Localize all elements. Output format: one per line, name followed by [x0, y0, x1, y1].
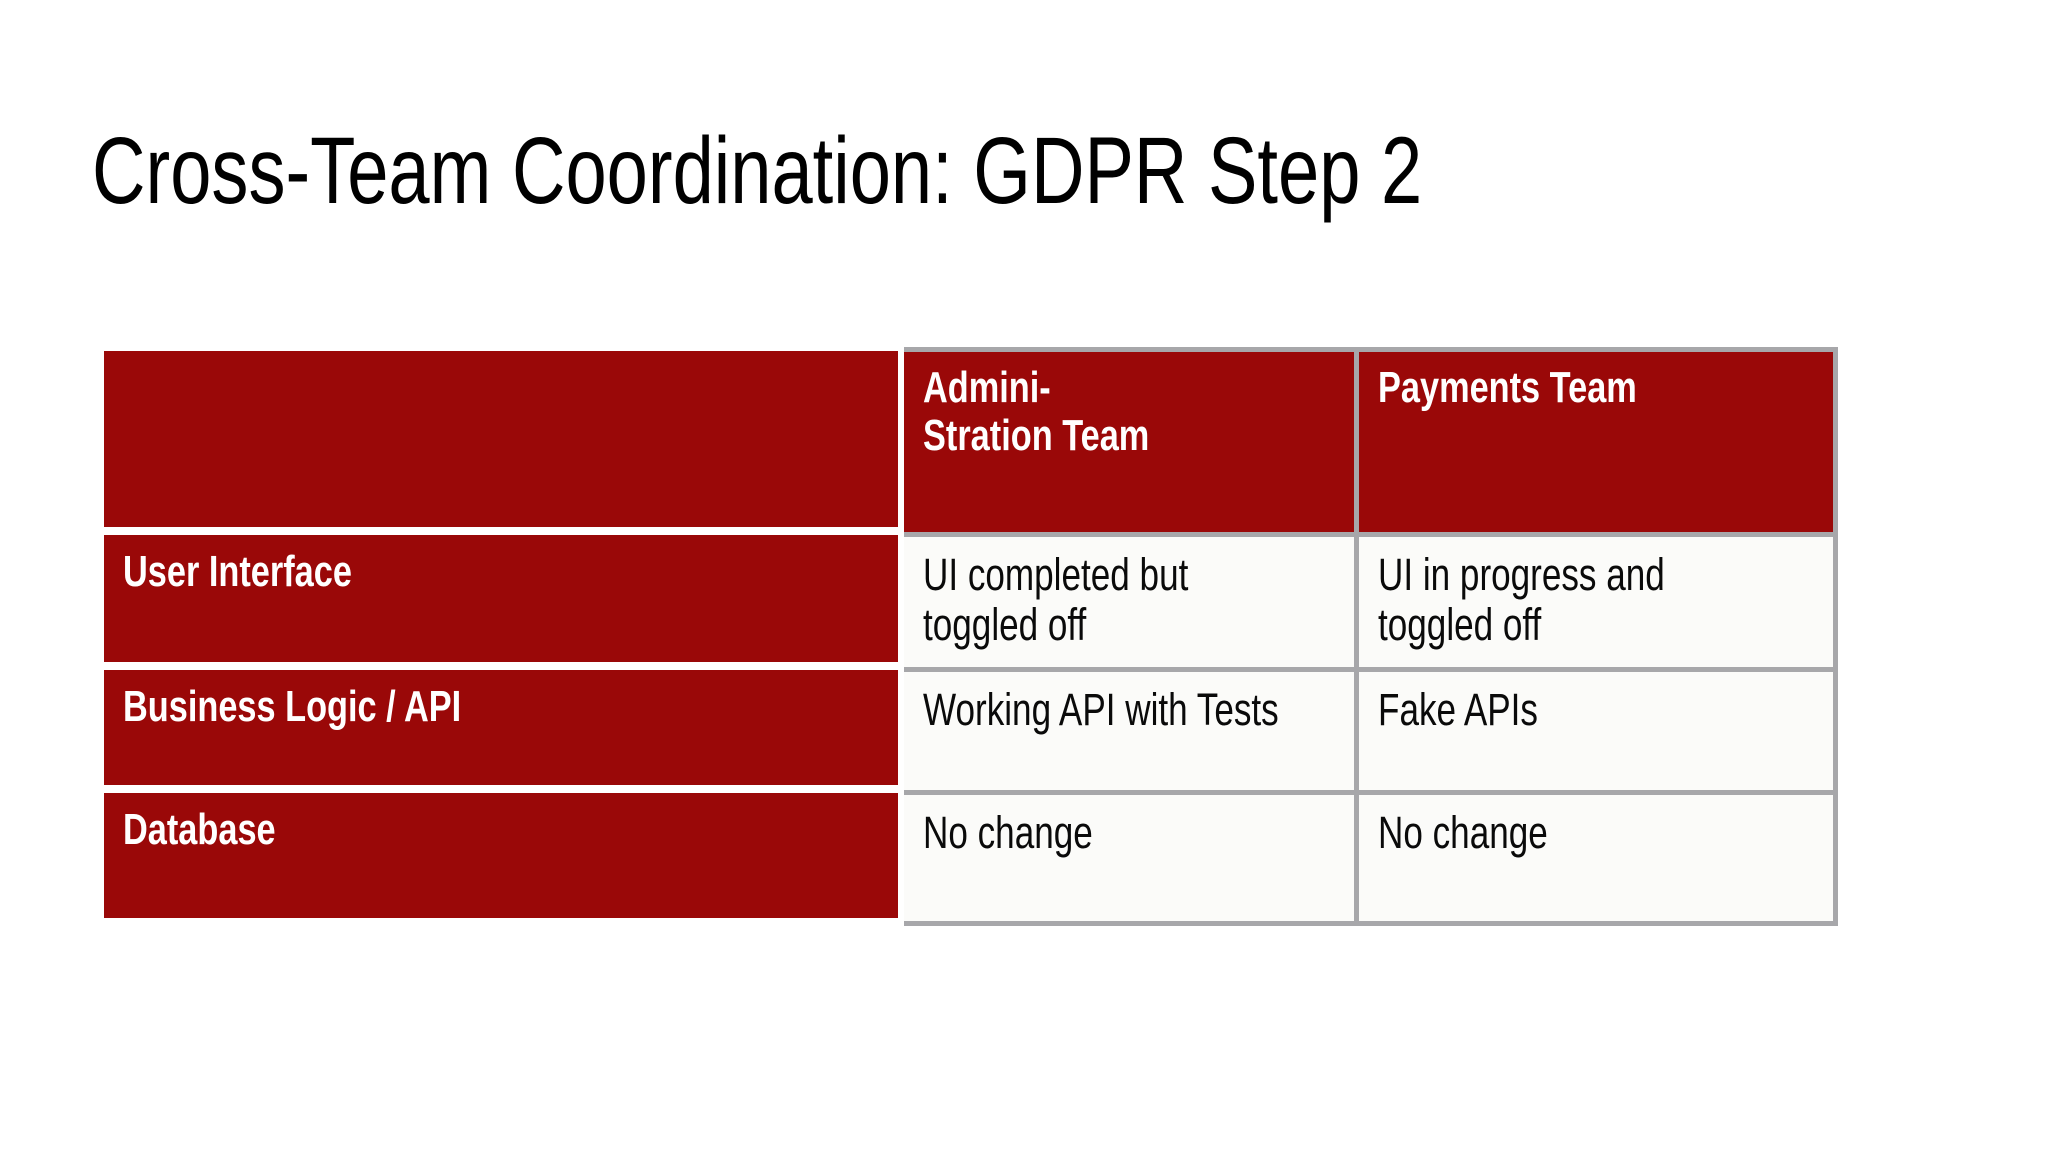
row-header-label: Business Logic / API [123, 682, 462, 731]
cell-text: No change [1378, 807, 1548, 858]
page-title: Cross-Team Coordination: GDPR Step 2 [92, 118, 1423, 224]
cell-text: UI in progress and toggled off [1378, 549, 1665, 650]
column-header-label: Admini- Stration Team [923, 363, 1150, 460]
cell-business-logic-administration: Working API with Tests [904, 672, 1354, 790]
cell-business-logic-payments: Fake APIs [1359, 672, 1833, 790]
row-header-database: Database [104, 793, 898, 918]
row-header-business-logic-api: Business Logic / API [104, 670, 898, 785]
cell-text: Fake APIs [1378, 684, 1538, 735]
cell-user-interface-administration: UI completed but toggled off [904, 537, 1354, 667]
cell-text: UI completed but toggled off [923, 549, 1189, 650]
cell-text: No change [923, 807, 1093, 858]
coordination-table: Admini- Stration Team Payments Team UI c… [904, 347, 1838, 926]
row-header-user-interface: User Interface [104, 535, 898, 662]
cell-database-payments: No change [1359, 795, 1833, 921]
cell-user-interface-payments: UI in progress and toggled off [1359, 537, 1833, 667]
cell-text: Working API with Tests [923, 684, 1279, 735]
row-header-label: Database [123, 805, 276, 854]
row-header-label: User Interface [123, 547, 352, 596]
column-header-administration-team: Admini- Stration Team [904, 352, 1354, 532]
cell-database-administration: No change [904, 795, 1354, 921]
column-header-payments-team: Payments Team [1359, 352, 1833, 532]
table-corner-cell [104, 351, 898, 527]
column-header-label: Payments Team [1378, 363, 1637, 412]
